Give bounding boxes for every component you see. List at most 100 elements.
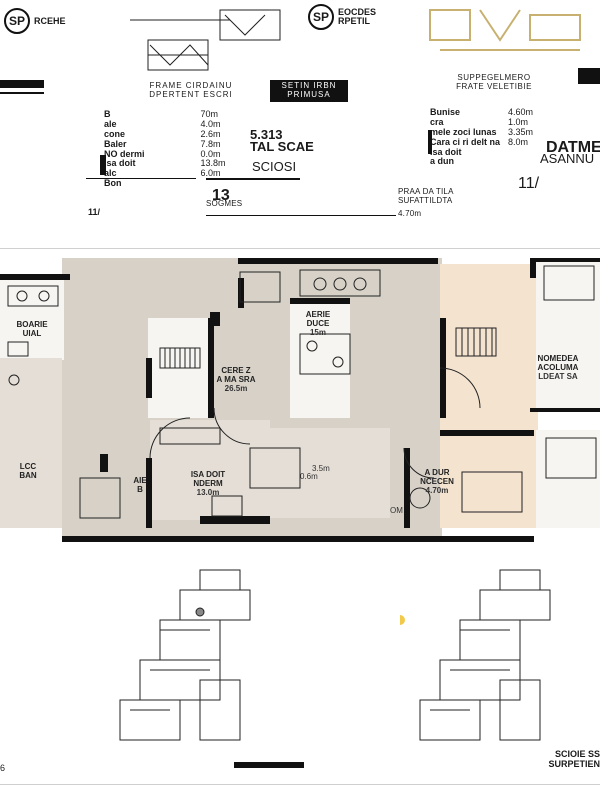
spec-labels: B ale cone Baler NO dermi isa doit alc B…	[104, 109, 145, 189]
right-tab	[578, 68, 600, 84]
right-labels: Bunise cra mele zoci lunas Cara ci ri de…	[430, 107, 501, 167]
wall-right-horizontal	[440, 430, 534, 436]
wall-top-left	[0, 274, 70, 280]
mid-note: SOGMES	[206, 199, 243, 208]
right-values: 4.60m 1.0m 3.35m 8.0m	[508, 107, 534, 167]
spec-label: cone	[104, 128, 126, 139]
logo-sub-2: EOCDES RPETIL	[338, 7, 377, 26]
room-far-right-bottom	[536, 430, 600, 528]
right-value: 4.60m	[508, 107, 534, 117]
spec-label: Bon	[104, 178, 122, 189]
wall-far-right-2	[530, 408, 600, 412]
header-sketch-left	[130, 9, 281, 71]
mini-plan-left	[119, 569, 251, 741]
room-far-right	[536, 258, 600, 408]
spec-label: B	[104, 109, 111, 119]
right-label: isa doit	[430, 146, 462, 157]
wall-top-right	[536, 258, 600, 262]
wall-inner-1	[146, 358, 152, 398]
header-title: FRAME CIRDAINU DPERTENT ESCRI	[149, 81, 233, 99]
right-block-val: 4.70m	[398, 209, 422, 218]
right-big-2: ASANNU	[540, 151, 595, 166]
spec-value: 7.8m	[200, 138, 221, 149]
room-top-left	[0, 280, 64, 360]
spec-label: ale	[104, 118, 117, 129]
logo-sub: RCEHE	[34, 15, 66, 26]
spec-footnote: 11/	[88, 207, 101, 217]
spec-left-rule	[100, 155, 106, 175]
room-measure: 3.5m	[312, 464, 330, 473]
wall-far-right-1	[530, 258, 536, 278]
spec-values: 70m 4.0m 2.6m 7.8m 0.0m 13.8m 6.0m	[200, 109, 226, 189]
bottom-right-label: SCIOIE SS SURPETIEN	[548, 749, 600, 769]
logo-left: SP RCEHE	[4, 8, 66, 34]
right-small-big: 11/	[518, 175, 540, 192]
wall-inner-5	[238, 278, 244, 308]
mini-plan-right	[400, 569, 551, 741]
bar-right: SETIN IRBN PRIMUSA	[270, 80, 348, 102]
left-bar-underline	[0, 92, 44, 94]
wall-top	[238, 258, 438, 264]
footer-rule	[0, 784, 600, 785]
right-value: 3.35m	[508, 126, 534, 137]
right-label: a dun	[430, 156, 454, 167]
right-value: 1.0m	[508, 116, 529, 127]
right-label: mele zoci lunas	[430, 126, 497, 137]
spec-label: NO dermi	[104, 148, 145, 159]
right-block-mid: PRAA DA TILA SUFATTILDTA	[398, 187, 454, 205]
wall-bottom	[62, 536, 534, 542]
spec-label: alc	[104, 168, 117, 179]
furniture-layer	[7, 265, 597, 519]
spec-value: 13.8m	[200, 158, 226, 169]
right-label: Cara ci ri delt na	[430, 136, 501, 147]
wall-right-vertical	[404, 448, 410, 528]
right-big: DATMET	[546, 139, 600, 156]
wall-bottom-window	[200, 516, 270, 524]
mid-big: 13	[212, 187, 230, 204]
mid-rule-2	[206, 215, 396, 216]
spec-underline	[86, 178, 196, 179]
center-bar	[234, 762, 304, 768]
spec-value: 6.0m	[200, 168, 221, 179]
room-measure: OM	[390, 506, 403, 515]
room-measure: 0.6m	[300, 472, 318, 481]
spec-label: isa doit	[104, 158, 136, 169]
mid-rule	[206, 178, 300, 180]
spec-label: Baler	[104, 138, 127, 149]
logo-mark-2: SP	[308, 4, 334, 30]
header-sketch-right	[429, 9, 581, 51]
spec-block-left: B ale cone Baler NO dermi isa doit alc B…	[104, 109, 226, 189]
mid-title: SCIOSI	[252, 159, 297, 174]
spec-value: 4.0m	[200, 118, 221, 129]
room-bottom-right	[270, 428, 390, 518]
room-left	[0, 358, 62, 528]
mid-sub: TAL SCAE	[250, 139, 314, 154]
spec-value: 2.6m	[200, 128, 221, 139]
logo-right: SP EOCDES RPETIL	[308, 4, 398, 30]
right-label: Bunise	[430, 107, 461, 117]
wall-post-1	[100, 454, 108, 472]
logo-mark: SP	[4, 8, 30, 34]
wall-inner-3	[208, 318, 214, 418]
right-value: 8.0m	[508, 136, 529, 147]
section-divider	[0, 248, 600, 249]
spec-value: 70m	[200, 109, 219, 119]
spec-block-right: Bunise cra mele zoci lunas Cara ci ri de…	[430, 107, 534, 167]
wall-inner-4	[290, 298, 350, 304]
page-index: 6	[0, 763, 6, 773]
spec-value: 0.0m	[200, 148, 221, 159]
right-title: SUPPEGELMERO FRATE VELETIBIE	[456, 73, 532, 91]
left-bar	[0, 80, 44, 88]
right-label: cra	[430, 116, 444, 127]
right-left-rule	[428, 130, 432, 154]
wall-post-2	[210, 312, 220, 326]
